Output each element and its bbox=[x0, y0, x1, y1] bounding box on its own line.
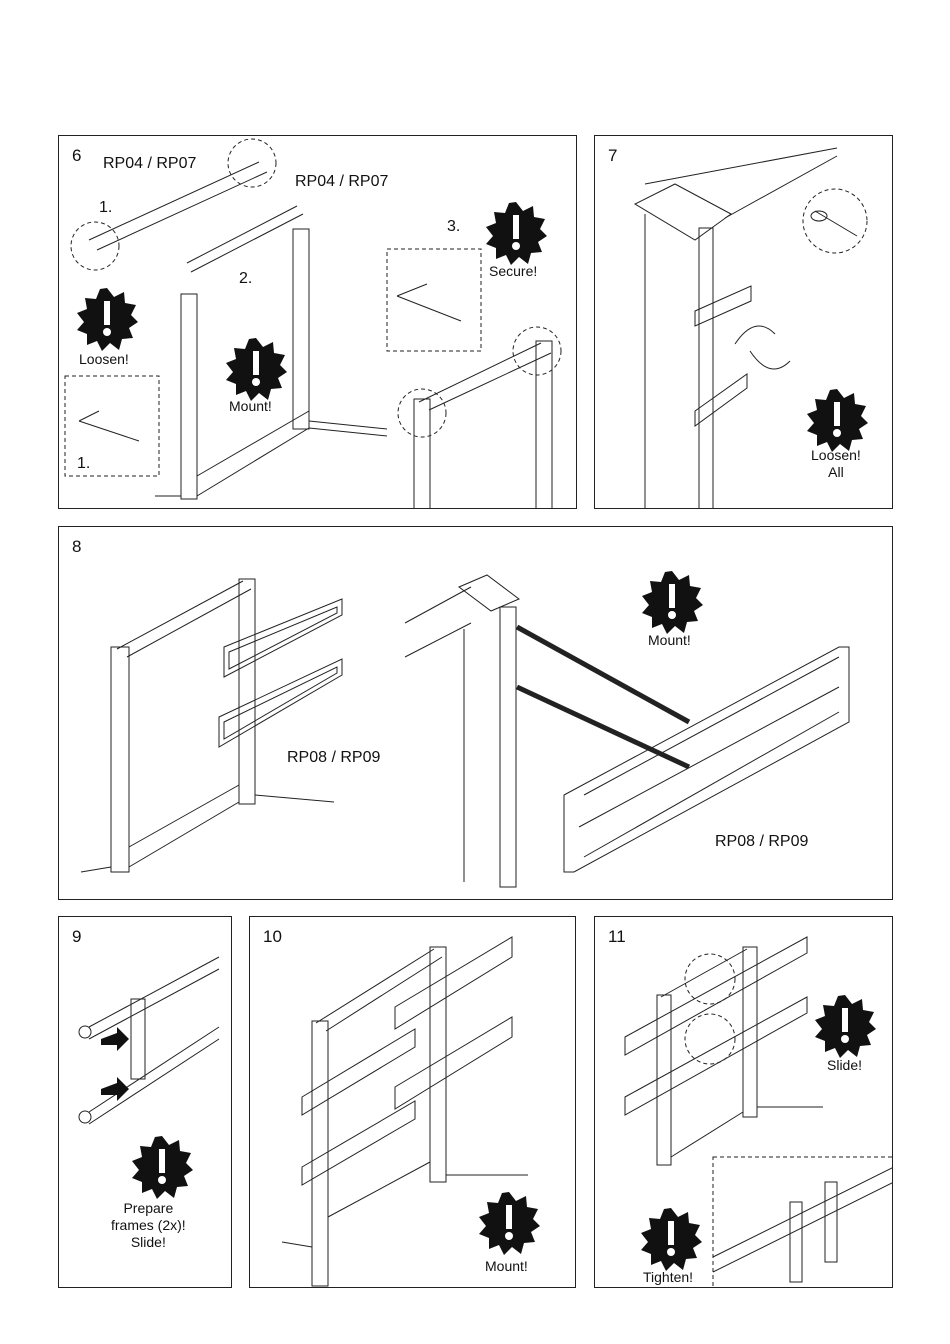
exclamation-starburst-icon bbox=[226, 338, 287, 401]
exclamation-starburst-icon bbox=[132, 1136, 193, 1199]
step-8-illustration bbox=[59, 527, 893, 900]
step-8-panel: 8 RP08 / RP09 RP08 / RP09 bbox=[58, 526, 893, 900]
warning-label: Mount! bbox=[648, 632, 691, 649]
step-7-panel: 7 Loosen! All bbox=[594, 135, 893, 509]
warning-label: Tighten! bbox=[643, 1269, 693, 1286]
warning-label: Loosen! All bbox=[811, 447, 861, 481]
exclamation-starburst-icon bbox=[486, 202, 547, 265]
warning-label: Mount! bbox=[229, 398, 272, 415]
step-6-panel: 6 RP04 / RP07 RP04 / RP07 1. 2. 3. 1. bbox=[58, 135, 577, 509]
step-9-panel: 9 Prepare frames (2x)! Slide! bbox=[58, 916, 232, 1288]
warning-label: Slide! bbox=[827, 1057, 862, 1074]
step-10-illustration bbox=[250, 917, 576, 1288]
exclamation-starburst-icon bbox=[77, 288, 138, 351]
step-6-illustration bbox=[59, 136, 577, 509]
step-10-panel: 10 Mount! bbox=[249, 916, 576, 1288]
step-11-panel: 11 Slide! Tighten! bbox=[594, 916, 893, 1288]
warning-label: Secure! bbox=[489, 263, 537, 280]
exclamation-starburst-icon bbox=[641, 1208, 702, 1271]
step-11-illustration bbox=[595, 917, 893, 1288]
warning-label: Mount! bbox=[485, 1258, 528, 1275]
exclamation-starburst-icon bbox=[815, 995, 876, 1058]
exclamation-starburst-icon bbox=[807, 389, 868, 452]
warning-label: Prepare frames (2x)! Slide! bbox=[111, 1200, 186, 1251]
push-arrow-icon bbox=[101, 1027, 129, 1101]
warning-label: Loosen! bbox=[79, 351, 129, 368]
exclamation-starburst-icon bbox=[642, 571, 703, 634]
exclamation-starburst-icon bbox=[479, 1192, 540, 1255]
